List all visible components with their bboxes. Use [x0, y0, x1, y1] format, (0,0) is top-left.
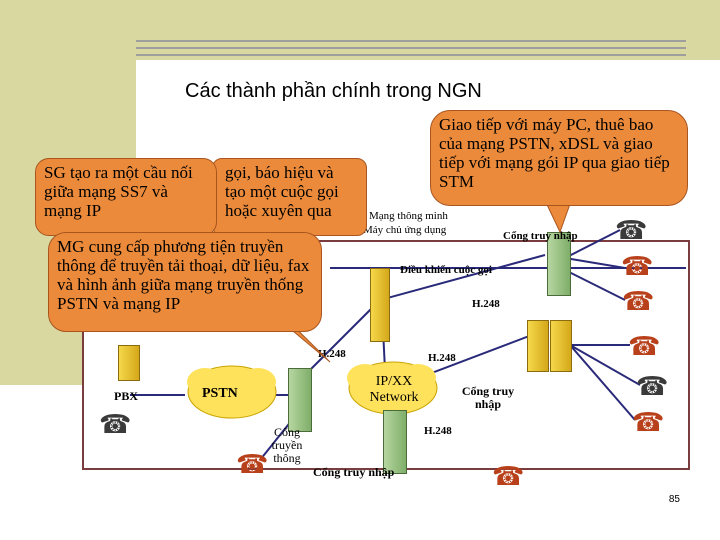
page-number: 85 [669, 494, 680, 505]
callout-signaling-gateway: SG tạo ra một cầu nối giữa mạng SS7 và m… [35, 158, 217, 236]
callout-call-signaling: gọi, báo hiệu và tạo một cuộc gọi hoặc x… [212, 158, 367, 236]
callout-media-gateway: MG cung cấp phương tiện truyền thông để … [48, 232, 322, 332]
callout-access-interface: Giao tiếp với máy PC, thuê bao của mạng … [430, 110, 688, 206]
